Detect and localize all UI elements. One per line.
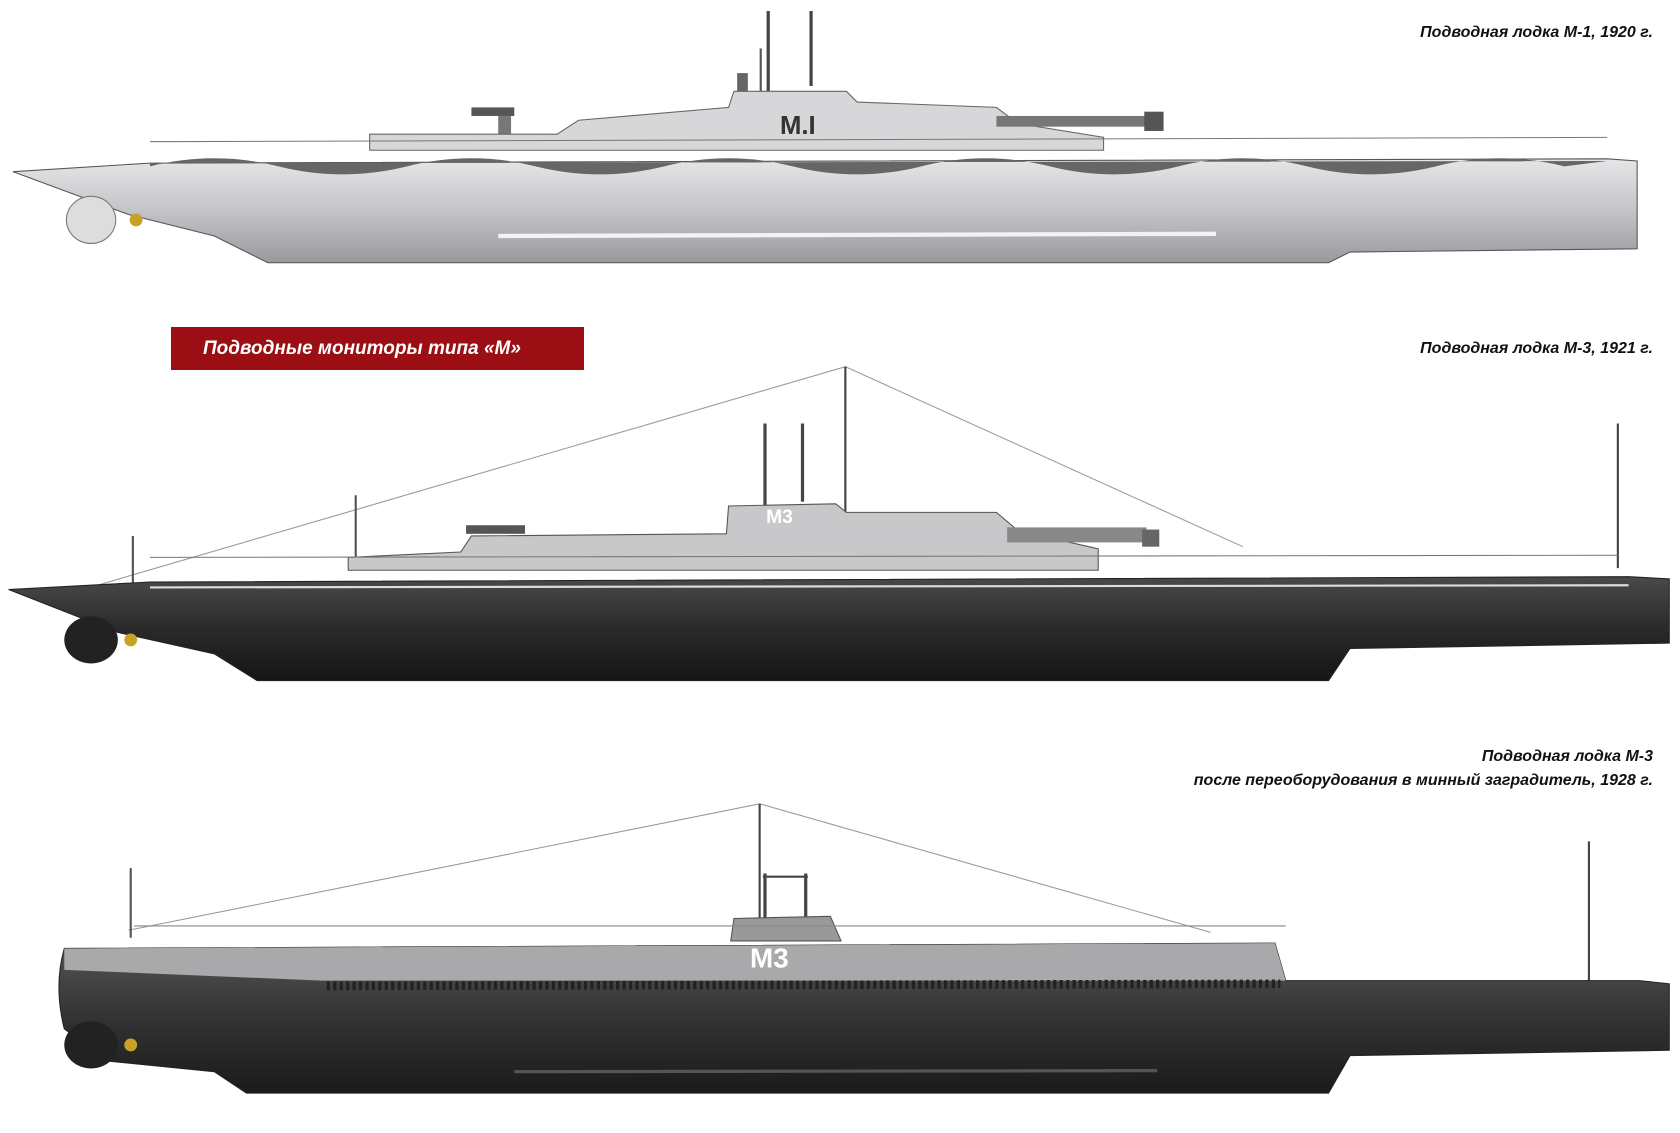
- caption-m3-1928-line1: Подводная лодка М-3: [1481, 748, 1653, 765]
- hull-marking-m1: M.I: [780, 112, 816, 140]
- banner-title: Подводные мониторы типа «М»: [203, 338, 521, 359]
- caption-m1: Подводная лодка М-1, 1920 г.: [1420, 24, 1653, 41]
- hull-marking-m3-1928: M3: [750, 943, 789, 974]
- submarine-m3-1921: M3: [8, 366, 1670, 682]
- submarine-m3-1928: M3: [58, 803, 1670, 1094]
- hull-marking-m3-1921: M3: [766, 507, 793, 528]
- caption-m3-1928-line2: после переоборудования в минный заградит…: [1193, 772, 1653, 789]
- submarine-m1: M.I: [12, 10, 1638, 264]
- section-banner: Подводные мониторы типа «М»: [171, 327, 584, 370]
- caption-m3-1921: Подводная лодка М-3, 1921 г.: [1420, 340, 1653, 357]
